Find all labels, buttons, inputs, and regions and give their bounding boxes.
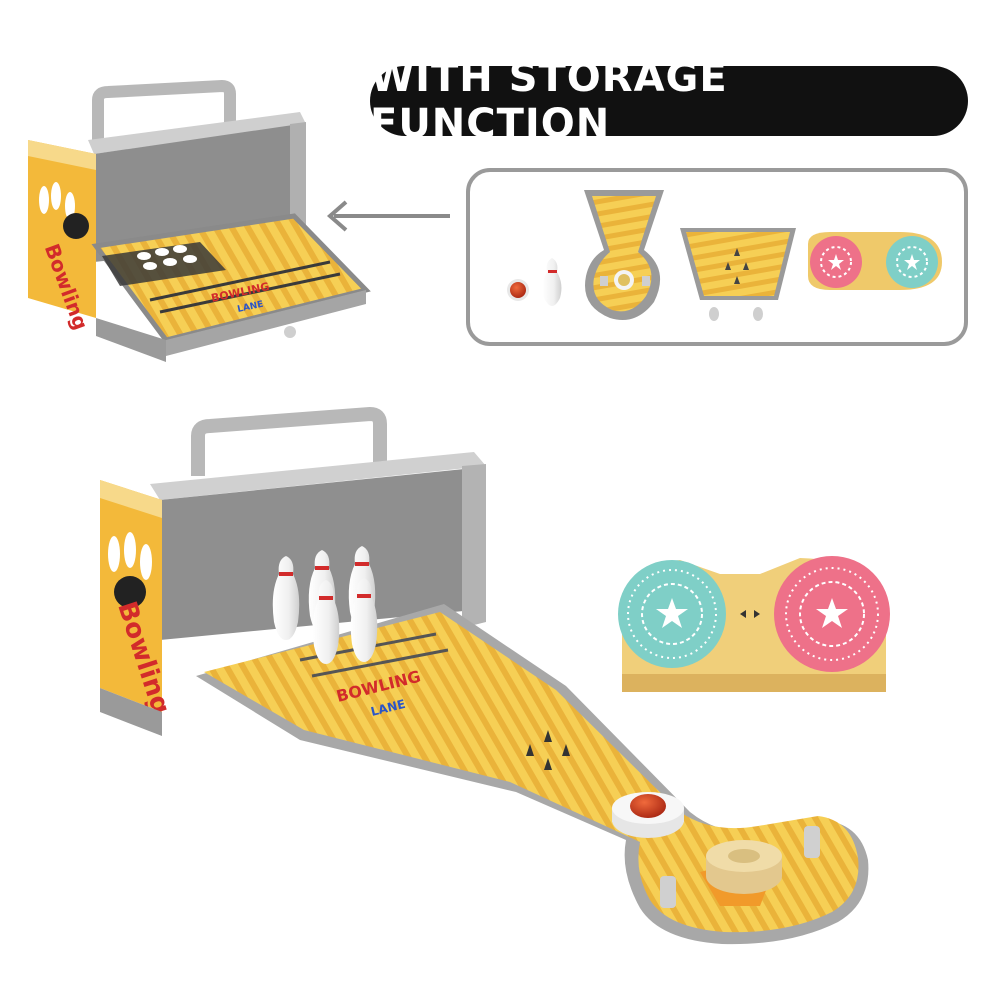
pink-score-dial bbox=[774, 556, 890, 672]
bowling-ball-icon bbox=[507, 279, 529, 301]
lane-middle-piece bbox=[680, 228, 796, 321]
star-icon bbox=[656, 598, 688, 628]
score-board-small bbox=[808, 232, 942, 290]
arrow-left-icon bbox=[326, 200, 450, 232]
big-box-pins-print bbox=[108, 532, 152, 608]
ball-launcher bbox=[660, 826, 820, 908]
bowling-pins-group bbox=[272, 546, 378, 664]
bowling-pin-icon bbox=[542, 258, 562, 306]
star-icon bbox=[816, 598, 848, 628]
score-board bbox=[618, 556, 890, 692]
banner-title: WITH STORAGE FUNCTION bbox=[370, 55, 728, 147]
box-pins-print bbox=[39, 182, 89, 239]
storage-banner: WITH STORAGE FUNCTION bbox=[370, 55, 968, 147]
closed-case-illustration: Bowling BOWLING LANE bbox=[28, 80, 371, 362]
teal-score-dial bbox=[618, 560, 726, 668]
bowling-ball-icon bbox=[612, 792, 684, 838]
lane-end-piece bbox=[584, 190, 664, 320]
parts-contents bbox=[507, 190, 942, 321]
open-case-illustration: Bowling BOWLING LANE bbox=[100, 407, 869, 945]
